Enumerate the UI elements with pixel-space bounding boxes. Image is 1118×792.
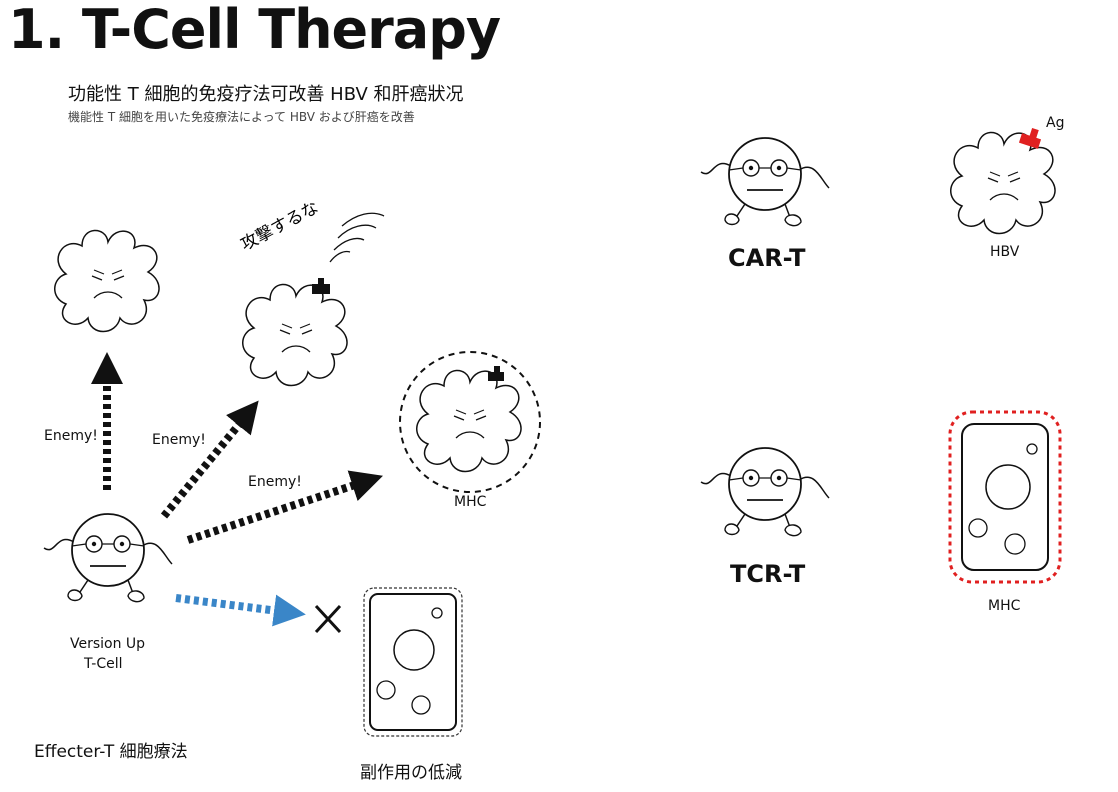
tcell-label-line1: Version Up bbox=[70, 636, 146, 652]
page-title: 1. T-Cell Therapy bbox=[8, 0, 501, 61]
tcell-label-line2: T-Cell bbox=[84, 656, 123, 672]
version-up-tcell-icon bbox=[43, 513, 173, 603]
subtitle-chinese: 功能性 T 細胞的免疫疗法可改善 HBV 和肝癌狀况 bbox=[68, 84, 464, 105]
hbv-label: HBV bbox=[990, 244, 1020, 260]
side-effect-label: 副作用の低減 bbox=[360, 763, 462, 783]
tcrt-label: TCR-T bbox=[730, 560, 806, 588]
antigen-icon-middle bbox=[312, 278, 330, 294]
cart-label: CAR-T bbox=[728, 244, 806, 272]
car-t-cell-icon bbox=[700, 137, 830, 227]
enemy-label-diagonal: Enemy! bbox=[152, 432, 206, 448]
mhc-label-right: MHC bbox=[988, 598, 1021, 614]
antigen-icon-mhc bbox=[488, 366, 504, 381]
arrow-diagonal bbox=[160, 400, 259, 519]
normal-cell-icon bbox=[363, 587, 463, 737]
hbv-virus-icon bbox=[949, 131, 1056, 235]
tcr-t-cell-icon bbox=[700, 447, 830, 537]
antigen-icon-red bbox=[1018, 128, 1042, 149]
signal-waves-icon bbox=[329, 212, 385, 263]
arrow-blue bbox=[175, 594, 306, 627]
enemy-label-right: Enemy! bbox=[248, 474, 302, 490]
cross-icon bbox=[314, 604, 342, 634]
virus-icon-middle bbox=[241, 283, 348, 387]
mhc-label-left: MHC bbox=[454, 494, 487, 510]
enemy-label-up: Enemy! bbox=[44, 428, 98, 444]
virus-icon-top bbox=[53, 229, 160, 333]
attack-text: 攻撃するな bbox=[238, 198, 322, 256]
virus-icon-mhc bbox=[415, 369, 522, 473]
arrow-right bbox=[186, 470, 383, 544]
mhc-cell-icon bbox=[948, 410, 1062, 584]
ag-label: Ag bbox=[1046, 115, 1065, 131]
mhc-ring bbox=[399, 351, 541, 493]
subtitle-japanese: 機能性 T 細胞を用いた免疫療法によって HBV および肝癌を改善 bbox=[68, 110, 415, 124]
therapy-label: Effecter-T 細胞療法 bbox=[34, 742, 188, 762]
